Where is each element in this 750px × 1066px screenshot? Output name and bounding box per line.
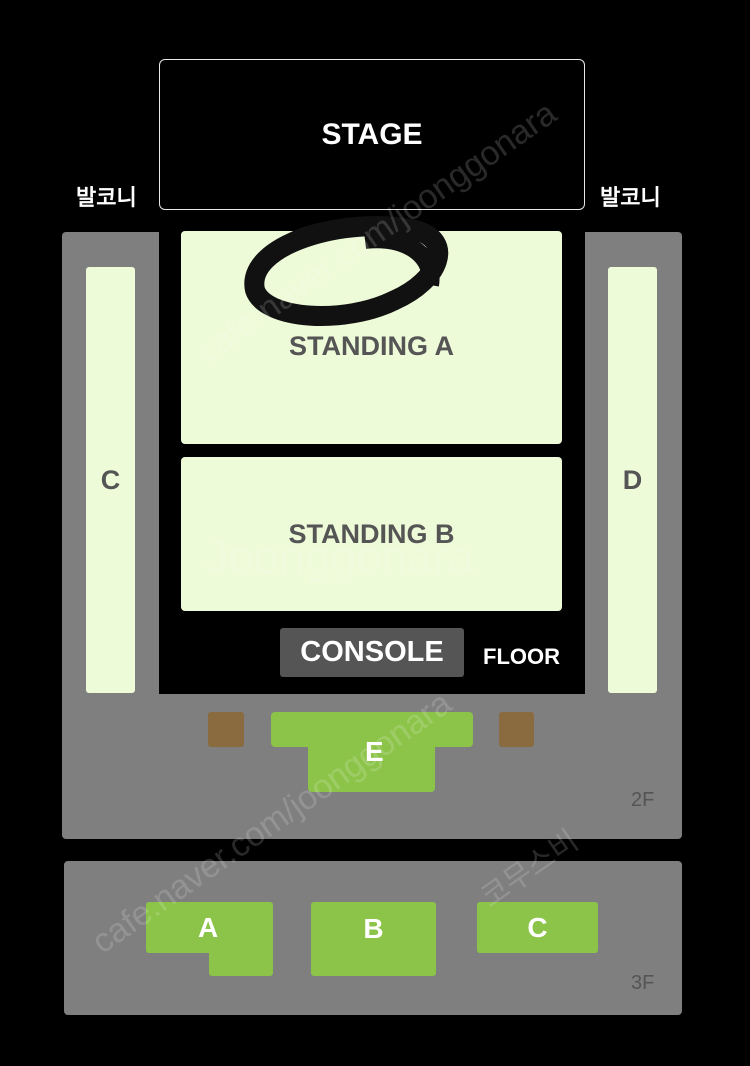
section-3f-c[interactable]: C xyxy=(477,902,598,953)
section-2f-e[interactable] xyxy=(308,730,435,792)
section-2f-e-label: E xyxy=(365,736,384,767)
standing-b-label: STANDING B xyxy=(288,518,455,549)
section-3f-b[interactable]: B xyxy=(311,902,436,976)
standing-a-label: STANDING A xyxy=(289,331,454,361)
tier-3f-label: 3F xyxy=(631,972,655,994)
section-standing-a[interactable]: STANDING A xyxy=(181,231,562,444)
section-2f-c-label: C xyxy=(100,464,121,495)
brown-box-left xyxy=(208,712,244,747)
console-label: CONSOLE xyxy=(300,636,444,668)
stage: STAGE xyxy=(159,59,585,210)
console: CONSOLE xyxy=(280,628,464,677)
section-2f-d-label: D xyxy=(622,464,643,495)
stage-label: STAGE xyxy=(321,117,423,151)
brown-box-right xyxy=(499,712,534,747)
tier-2f-label: 2F xyxy=(631,789,655,811)
section-2f-c[interactable]: C xyxy=(86,267,135,693)
balcony-left-label: 발코니 xyxy=(76,185,137,210)
scribble-overlay xyxy=(244,216,449,326)
section-2f-d[interactable]: D xyxy=(608,267,657,693)
section-standing-b[interactable]: STANDING B xyxy=(181,457,562,611)
floor-label: FLOOR xyxy=(483,644,560,669)
section-3f-a-lower[interactable] xyxy=(209,940,273,976)
balcony-right-label: 발코니 xyxy=(600,185,661,210)
section-3f-b-label: B xyxy=(363,913,384,944)
section-3f-c-label: C xyxy=(527,911,548,943)
section-3f-a-label: A xyxy=(198,912,219,943)
